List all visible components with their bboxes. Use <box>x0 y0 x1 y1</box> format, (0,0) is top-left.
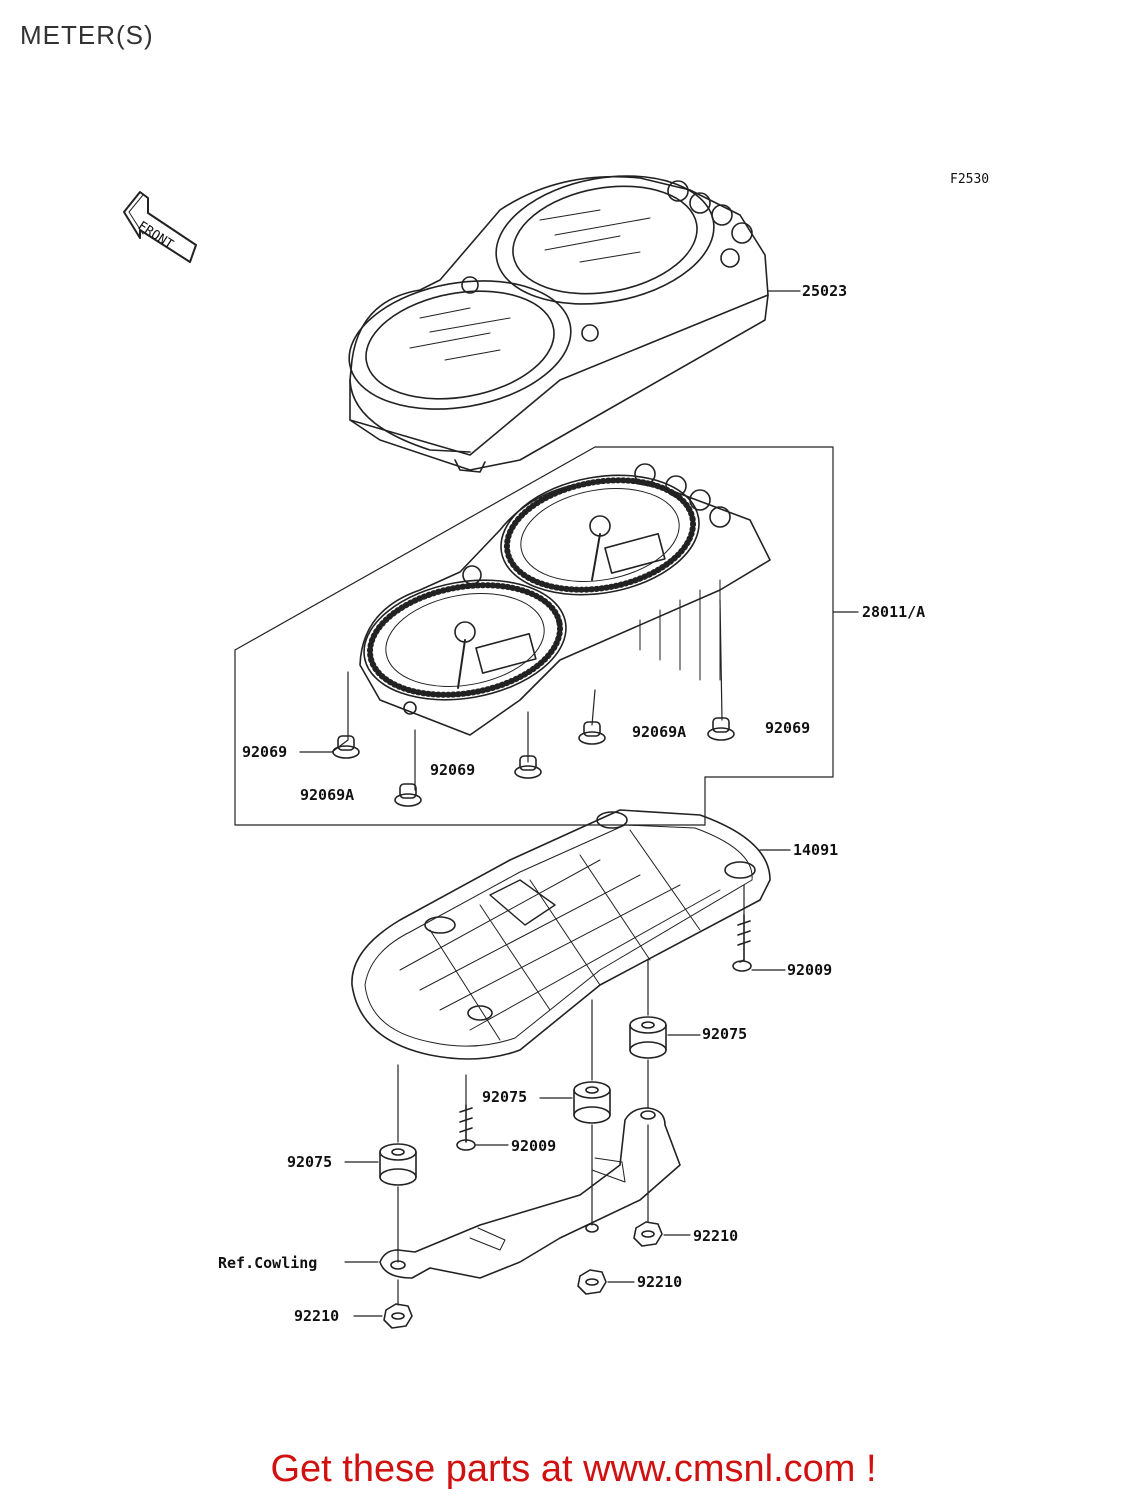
page-title: METER(S) <box>20 20 154 50</box>
meter-cover <box>351 809 771 1060</box>
damper-icon <box>629 1016 667 1059</box>
nut-icon <box>577 1269 607 1295</box>
grommet-icon <box>514 755 542 779</box>
figure-code: F2530 <box>950 172 990 187</box>
callout-damper-mid: 92075 <box>482 1088 528 1106</box>
grommet-icon <box>332 735 360 759</box>
callout-grommet-right: 92069 <box>765 719 811 737</box>
grommet-icon <box>707 717 735 741</box>
callout-grommet-a-right: 92069A <box>632 723 687 741</box>
callout-damper-left: 92075 <box>287 1153 333 1171</box>
callout-meter-case: 25023 <box>802 282 848 300</box>
screw-icon <box>456 1104 476 1151</box>
damper-icon <box>379 1143 417 1186</box>
callout-grommet-left: 92069 <box>242 743 288 761</box>
callout-meter-assembly: 28011/A <box>862 603 926 621</box>
callout-cover: 14091 <box>793 841 839 859</box>
front-arrow-icon: FRONT <box>123 191 197 263</box>
screw-icon <box>732 914 752 972</box>
nut-icon <box>633 1221 663 1247</box>
grommet-icon <box>394 783 422 807</box>
damper-icon <box>573 1081 611 1124</box>
callout-damper-right: 92075 <box>702 1025 748 1043</box>
cowling-bracket <box>379 1107 681 1279</box>
nut-icon <box>383 1303 413 1329</box>
footer-banner: Get these parts at www.cmsnl.com ! <box>0 1448 1147 1491</box>
callout-screw-mid: 92009 <box>511 1137 557 1155</box>
callout-screw-right: 92009 <box>787 961 833 979</box>
callout-ref-cowling: Ref.Cowling <box>218 1254 318 1272</box>
meter-assembly <box>359 463 771 736</box>
meter-case <box>348 175 769 473</box>
grommet-icon <box>578 721 606 745</box>
callout-nut-right: 92210 <box>693 1227 739 1245</box>
callout-nut-left: 92210 <box>294 1307 340 1325</box>
callout-nut-mid: 92210 <box>637 1273 683 1291</box>
footer-link[interactable]: Get these parts at www.cmsnl.com ! <box>270 1448 877 1490</box>
callout-grommet-mid: 92069 <box>430 761 476 779</box>
callout-grommet-a-left: 92069A <box>300 786 355 804</box>
